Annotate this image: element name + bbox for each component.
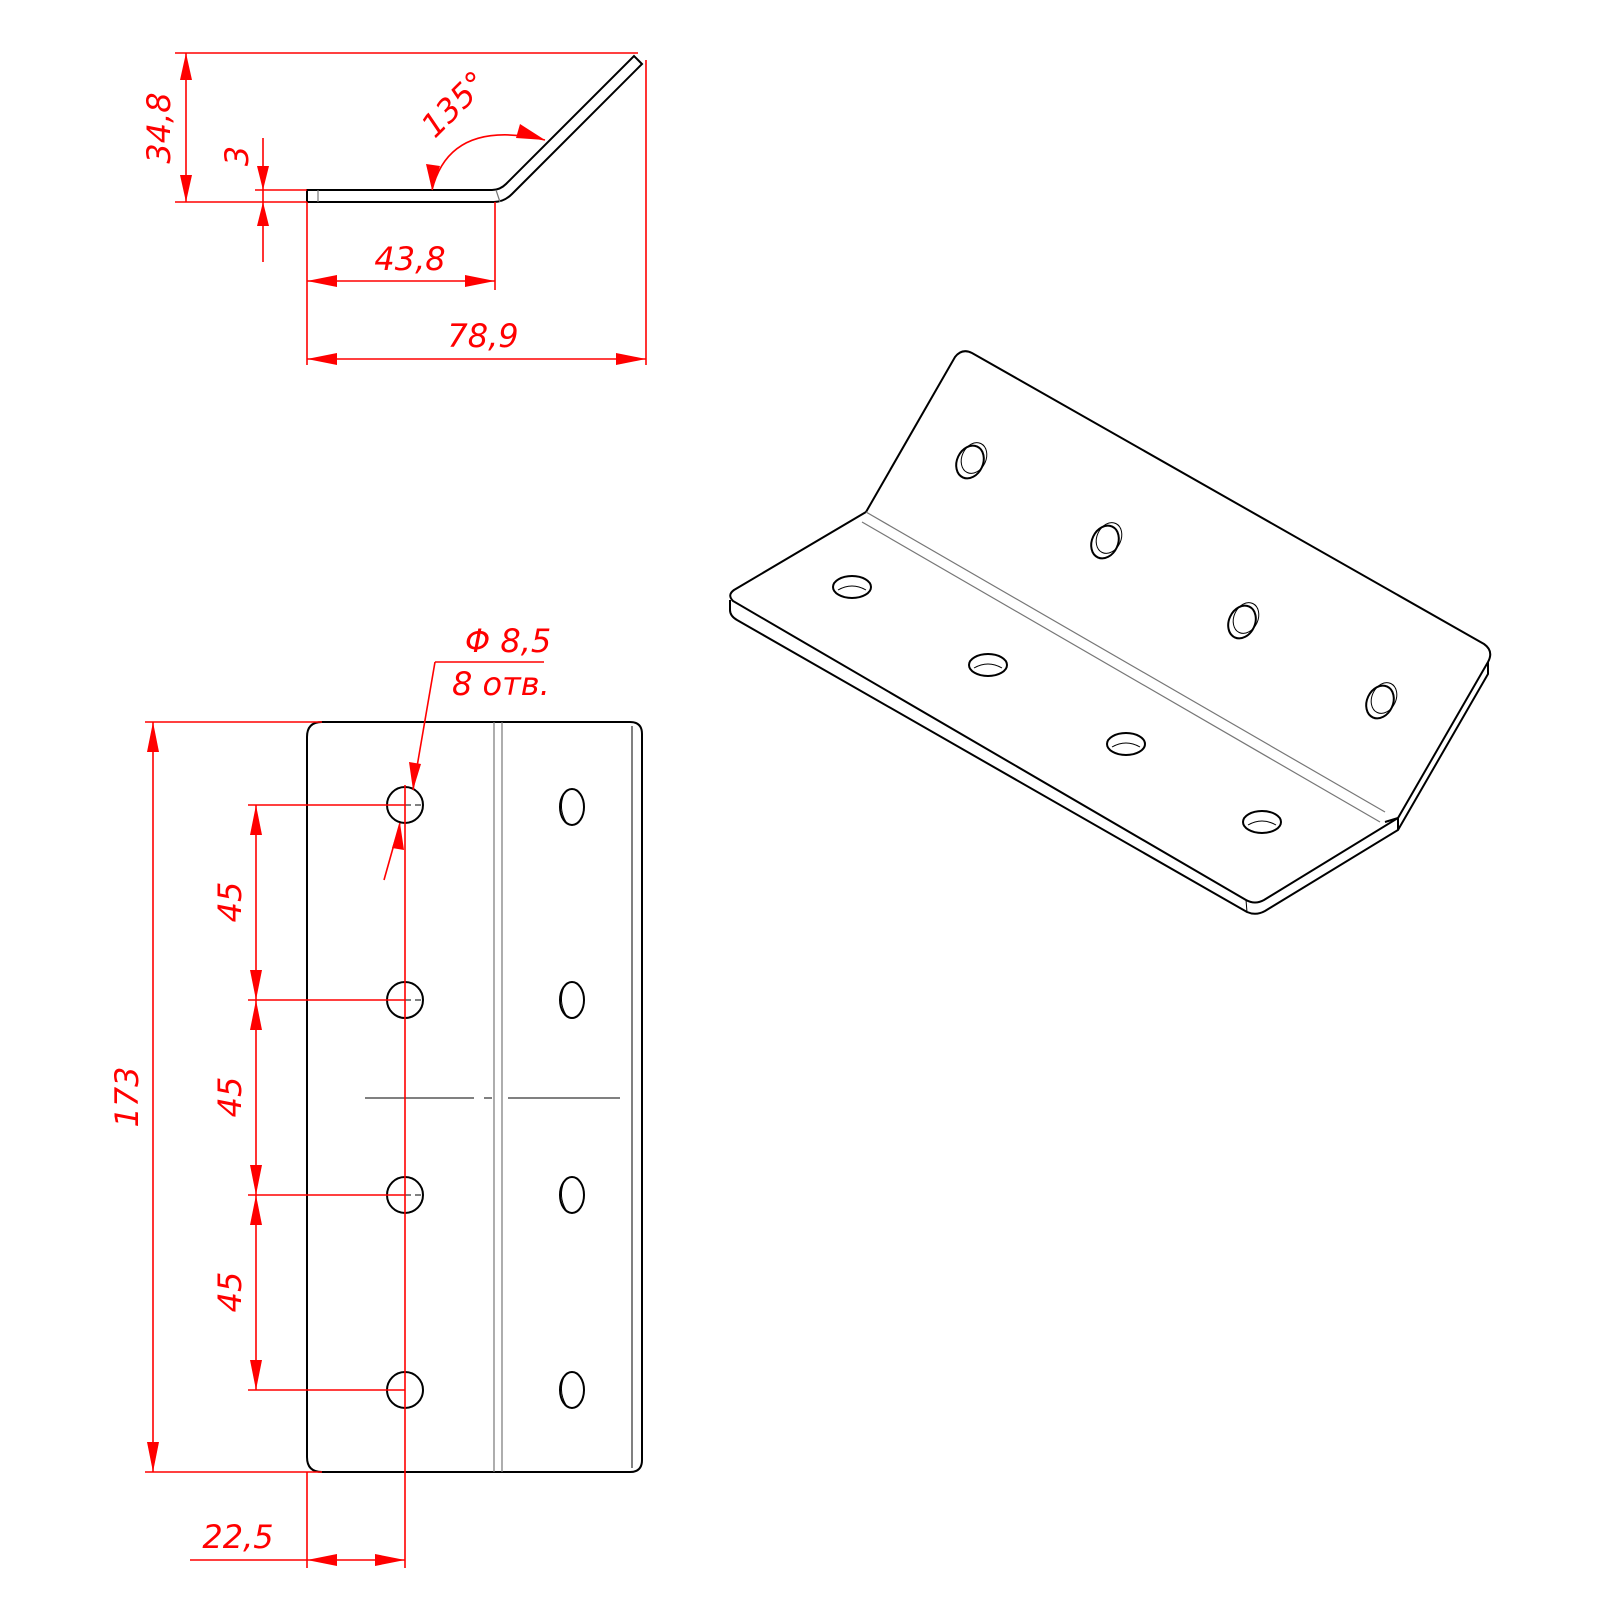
hole [559, 1176, 585, 1214]
hole [559, 788, 585, 826]
iso-holes-inclined [955, 442, 1398, 720]
iso-bend-line-1 [865, 511, 1386, 813]
dim-text-43-8: 43,8 [374, 240, 445, 278]
profile-outline [306, 54, 644, 203]
dim-height-34-8: 34,8 [140, 52, 638, 203]
dim-text-34-8: 34,8 [140, 92, 178, 163]
dim-text-173: 173 [108, 1066, 146, 1127]
dim-text-pitch-1: 45 [211, 882, 249, 923]
profile-bend-mark [495, 189, 501, 203]
hole [1227, 604, 1257, 640]
iso-flat-thickness [729, 600, 1399, 915]
iso-bend-line-2 [861, 521, 1381, 823]
dim-text-hole-diameter: Φ 8,5 [465, 622, 551, 660]
dim-text-3: 3 [218, 146, 256, 166]
side-profile-view: 34,8 3 135° 43,8 [140, 52, 647, 365]
dim-edge-offset-22-5: 22,5 [190, 1472, 405, 1568]
dim-hole-pitch: 45 45 45 [211, 804, 405, 1391]
dim-angle-135: 135° [414, 64, 546, 191]
plan-view: Φ 8,5 8 отв. 173 45 4 [108, 622, 643, 1568]
iso-inclined-flange [865, 350, 1492, 823]
hole [832, 575, 872, 599]
iso-flat-flange [729, 511, 1399, 904]
dim-hole-callout: Φ 8,5 8 отв. [383, 622, 551, 881]
iso-holes-flat [832, 575, 1282, 834]
dim-thickness-3: 3 [218, 138, 307, 262]
hole [559, 1371, 585, 1409]
dim-text-135: 135° [414, 64, 495, 145]
dim-text-78-9: 78,9 [447, 317, 518, 355]
holes-inclined-flange [559, 788, 585, 1409]
dim-text-hole-count: 8 отв. [452, 665, 550, 703]
dim-width-78-9: 78,9 [307, 60, 647, 365]
dim-text-pitch-3: 45 [211, 1272, 249, 1313]
dim-text-pitch-2: 45 [211, 1077, 249, 1118]
hole [559, 981, 585, 1019]
isometric-view [729, 350, 1492, 915]
dim-text-22-5: 22,5 [202, 1518, 273, 1556]
hole [968, 653, 1008, 677]
plate-outline [306, 721, 643, 1473]
dim-length-173: 173 [108, 721, 322, 1473]
hole [1242, 810, 1282, 834]
hole [1106, 732, 1146, 756]
hole [1090, 524, 1120, 560]
hole [955, 444, 985, 480]
dim-flat-43-8: 43,8 [306, 202, 496, 365]
hole [1365, 684, 1395, 720]
